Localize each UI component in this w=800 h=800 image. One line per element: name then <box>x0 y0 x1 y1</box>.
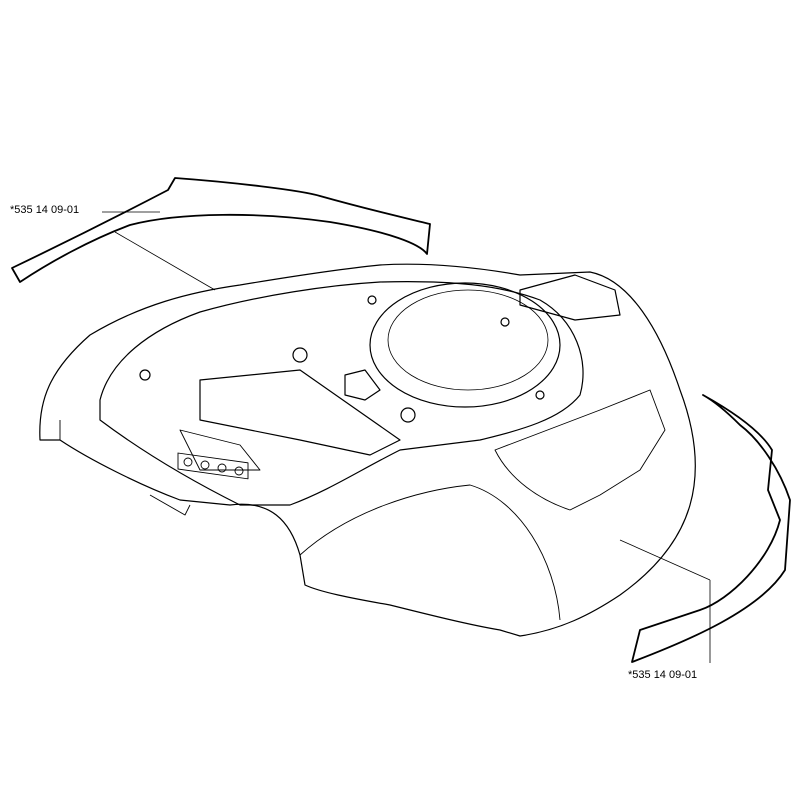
top-right-housing <box>519 274 621 321</box>
part-callout-left: *535 14 09-01 <box>10 204 80 216</box>
right-side-panel <box>494 389 666 511</box>
left-decal-strip <box>11 177 431 283</box>
top-deck <box>99 280 584 506</box>
part-callout-right: *535 14 09-01 <box>628 669 698 681</box>
warning-label <box>177 452 249 480</box>
right-decal-strip <box>631 394 791 663</box>
circular-opening <box>369 282 561 408</box>
mower-body-outline <box>39 263 696 637</box>
switch-housing <box>344 369 381 401</box>
battery-hatch <box>199 369 401 456</box>
mount-bosses <box>139 295 545 423</box>
leader-line-bottom <box>619 539 711 663</box>
leader-line-top <box>102 211 216 291</box>
